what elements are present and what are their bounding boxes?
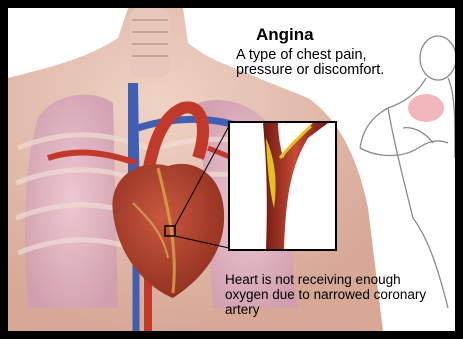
magnified-artery-inset (229, 122, 336, 250)
chest-pain-highlight (408, 94, 444, 122)
left-lung (25, 95, 118, 308)
explanation-note: Heart is not receiving enough oxygen due… (225, 272, 435, 317)
title: Angina (256, 26, 314, 43)
description: A type of chest pain, pressure or discom… (236, 48, 396, 78)
